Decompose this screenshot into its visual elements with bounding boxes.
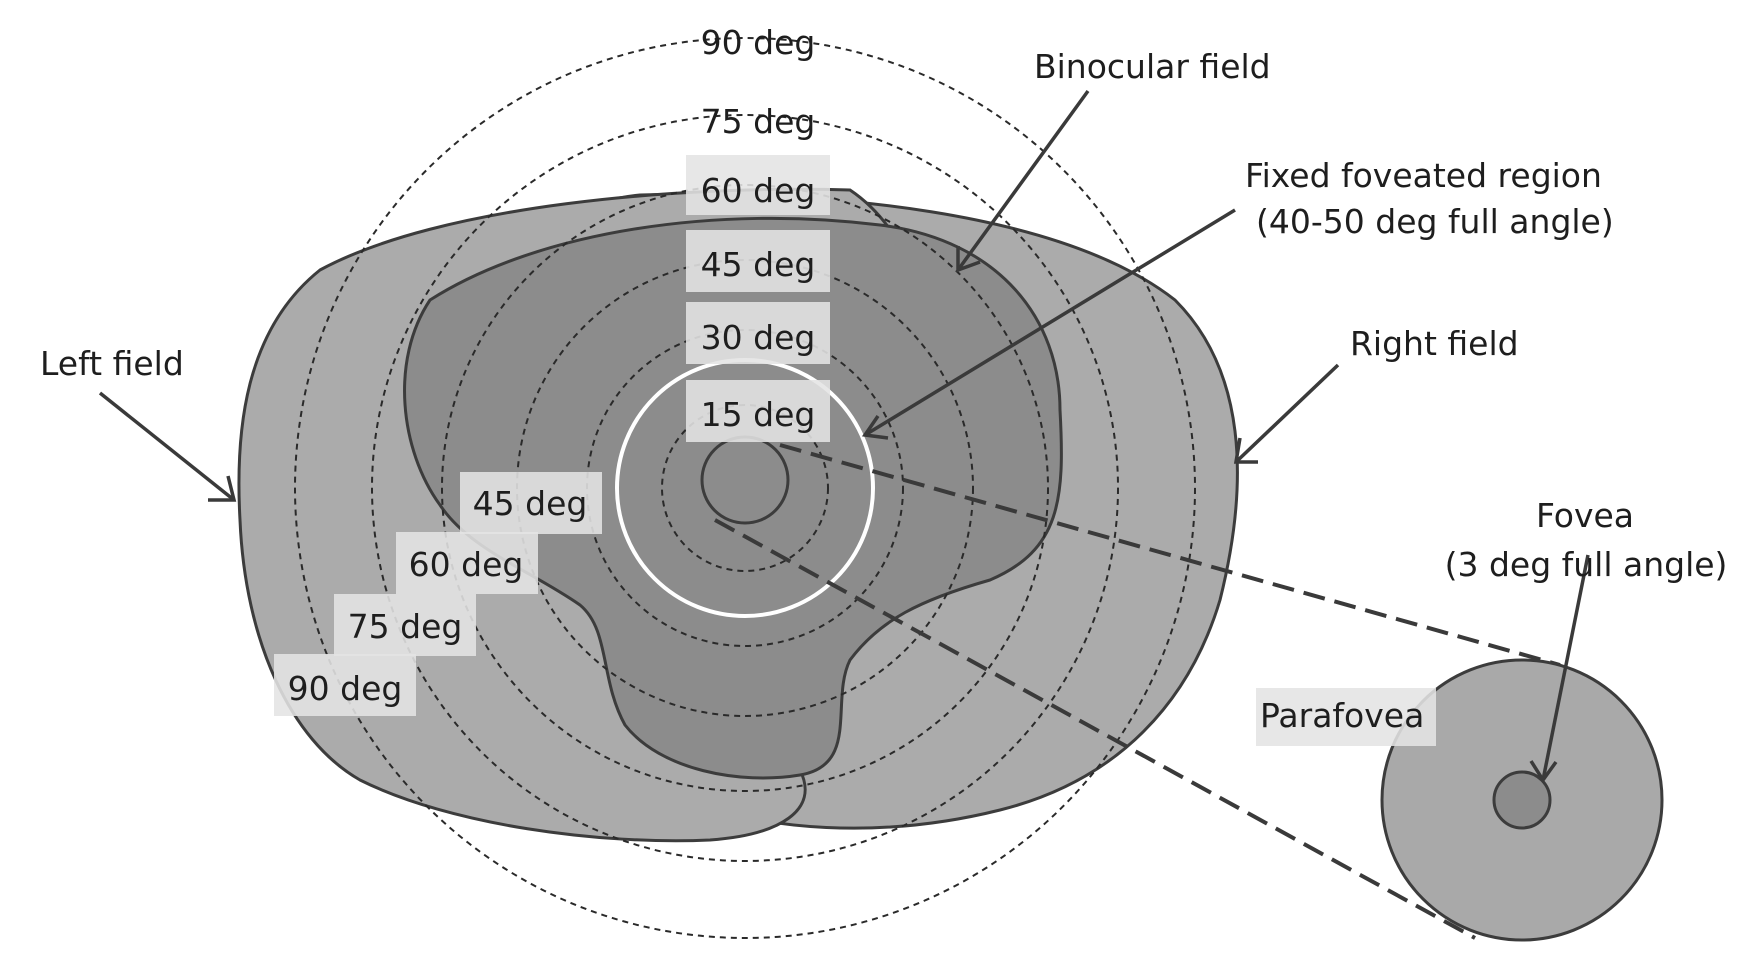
ring-tag-30-top: 30 deg [701, 318, 816, 357]
ring-tag-75-diag: 75 deg [348, 607, 463, 646]
fovea-circle [1492, 770, 1552, 830]
right-field-arrowhead [1233, 437, 1258, 464]
fovea-label-line2: (3 deg full angle) [1445, 545, 1728, 584]
fovea-arrowhead [1529, 760, 1558, 784]
right-field-arrow [1234, 363, 1340, 464]
ring-tag-90-top: 90 deg [701, 23, 816, 62]
fixed-foveated-label-line2: (40-50 deg full angle) [1256, 202, 1614, 241]
zoom-connector-top [779, 443, 1561, 667]
ring-tag-60-diag: 60 deg [409, 545, 524, 584]
left-field-label: Left field [40, 344, 184, 383]
ring-tag-75-top: 75 deg [701, 102, 816, 141]
ring-tag-60-top: 60 deg [701, 171, 816, 210]
ring-tag-15-top: 15 deg [701, 395, 816, 434]
binocular-field-label: Binocular field [1034, 47, 1271, 86]
ring-tag-45-diag: 45 deg [473, 484, 588, 523]
fixed-foveated-arrow [864, 208, 1236, 437]
right-field-label: Right field [1350, 324, 1519, 363]
central-fovea-circle [700, 435, 790, 525]
ring-60 [441, 184, 1049, 792]
binocular-field-arrow [956, 89, 1090, 272]
ring-90 [294, 37, 1196, 939]
fovea-arrow [1541, 554, 1590, 781]
ring-tag-45-top: 45 deg [701, 245, 816, 284]
fovea-label-line1: Fovea [1536, 496, 1634, 535]
ring-tag-90-diag: 90 deg [288, 669, 403, 708]
zoom-connector-bottom [714, 518, 1476, 940]
fixed-foveated-label-line1: Fixed foveated region [1245, 156, 1602, 195]
parafovea-label: Parafovea [1260, 696, 1424, 735]
arrows [98, 89, 1590, 784]
fixed-foveated-arrowhead [861, 415, 889, 440]
diagonal-degree-tags: 45 deg 60 deg 75 deg 90 deg [274, 472, 602, 716]
vertical-degree-tags: 90 deg 75 deg 60 deg 45 deg 30 deg 15 de… [686, 23, 830, 442]
binocular-field-arrowhead [956, 246, 981, 273]
ring-75 [371, 114, 1119, 862]
left-field-arrow [98, 391, 236, 502]
left-field-arrowhead [208, 475, 237, 502]
